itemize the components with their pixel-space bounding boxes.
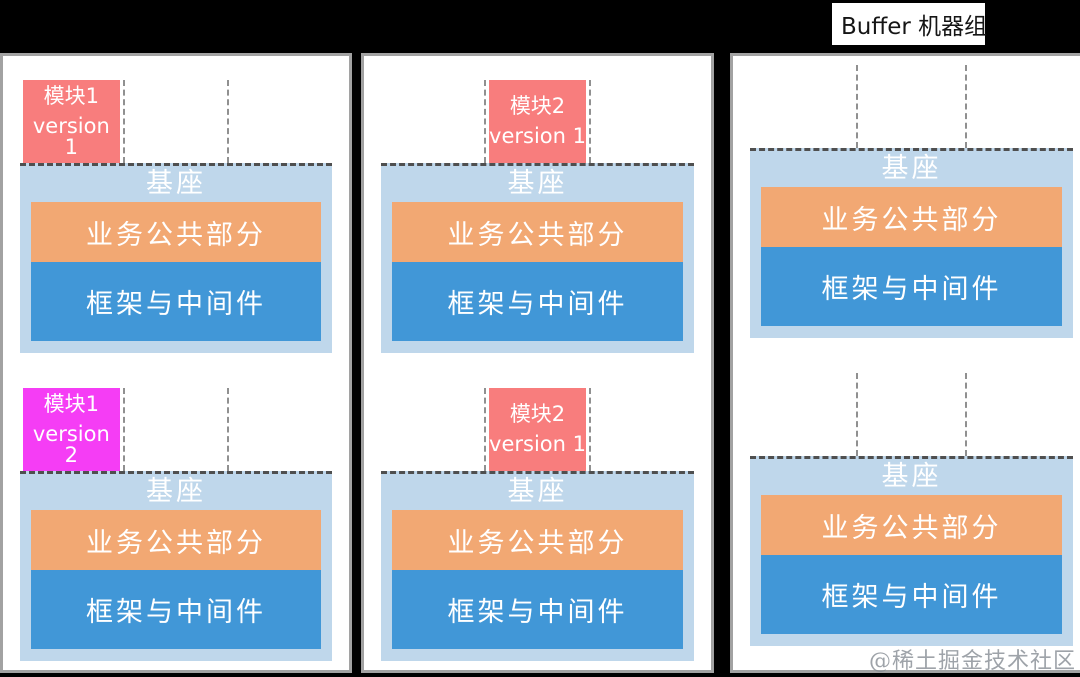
- business-common-bar: 业务公共部分: [31, 202, 321, 262]
- module-slot-1: 模块1 version 2: [20, 388, 123, 471]
- module-name: 模块2: [509, 94, 566, 118]
- module-version: version 1: [489, 124, 586, 148]
- base-container: 基座 业务公共部分 框架与中间件: [750, 456, 1073, 646]
- framework-middleware-bar: 框架与中间件: [392, 262, 683, 341]
- base-label: 基座: [881, 461, 942, 492]
- module-slot-1: [750, 65, 856, 148]
- module-slot-3: [227, 388, 332, 471]
- framework-middleware-bar: 框架与中间件: [761, 247, 1062, 326]
- module-slot-3: [964, 65, 1073, 148]
- module-slot-row: 模块2 version 1: [381, 80, 694, 163]
- module-slot-row: 模块1 version 2: [20, 388, 332, 471]
- module-slot-2: [122, 388, 228, 471]
- machine-groups-row: 模块1 version 1 基座 业务公共部分 框架与中间件 模块1 versi…: [0, 53, 1080, 673]
- base-container: 基座 业务公共部分 框架与中间件: [20, 163, 332, 353]
- module-slot-3: [589, 388, 694, 471]
- module-slot-row: 模块2 version 1: [381, 388, 694, 471]
- watermark: @稀土掘金技术社区: [868, 649, 1076, 674]
- deployment-stack: 模块2 version 1 基座 业务公共部分 框架与中间件: [381, 80, 694, 353]
- deployment-stack: 基座 业务公共部分 框架与中间件: [750, 373, 1073, 646]
- deployment-stack: 模块1 version 1 基座 业务公共部分 框架与中间件: [20, 80, 332, 353]
- deployment-stack: 模块2 version 1 基座 业务公共部分 框架与中间件: [381, 388, 694, 661]
- deployment-stack: 模块1 version 2 基座 业务公共部分 框架与中间件: [20, 388, 332, 661]
- module-slot-2: 模块2 version 1: [484, 388, 589, 471]
- module-slot-2: [856, 65, 964, 148]
- business-common-bar: 业务公共部分: [392, 510, 683, 570]
- business-common-bar: 业务公共部分: [392, 202, 683, 262]
- framework-middleware-bar: 框架与中间件: [31, 262, 321, 341]
- module-badge: 模块2 version 1: [489, 388, 586, 471]
- module-slot-1: [381, 388, 484, 471]
- business-common-bar: 业务公共部分: [761, 495, 1062, 555]
- module-slot-2: 模块2 version 1: [484, 80, 589, 163]
- module-slot-2: [856, 373, 964, 456]
- module-version: version 1: [489, 432, 586, 456]
- module-slot-3: [227, 80, 332, 163]
- base-container: 基座 业务公共部分 框架与中间件: [381, 471, 694, 661]
- module-slot-1: 模块1 version 1: [20, 80, 123, 163]
- deployment-stack: 基座 业务公共部分 框架与中间件: [750, 65, 1073, 338]
- framework-middleware-bar: 框架与中间件: [761, 555, 1062, 634]
- module-slot-3: [589, 80, 694, 163]
- business-common-bar: 业务公共部分: [31, 510, 321, 570]
- module-name: 模块1: [43, 83, 100, 108]
- machine-group-panel-2: 模块2 version 1 基座 业务公共部分 框架与中间件 模块2 versi…: [361, 53, 714, 673]
- base-container: 基座 业务公共部分 框架与中间件: [750, 148, 1073, 338]
- base-container: 基座 业务公共部分 框架与中间件: [381, 163, 694, 353]
- module-slot-2: [122, 80, 228, 163]
- buffer-group-title: Buffer 机器组: [832, 3, 987, 45]
- module-version: version 2: [32, 421, 110, 467]
- module-slot-1: [750, 373, 856, 456]
- base-label: 基座: [507, 476, 568, 507]
- business-common-bar: 业务公共部分: [761, 187, 1062, 247]
- module-slot-3: [964, 373, 1073, 456]
- base-label: 基座: [507, 168, 568, 199]
- module-slot-1: [381, 80, 484, 163]
- base-label: 基座: [881, 153, 942, 184]
- module-badge: 模块1 version 2: [23, 388, 120, 471]
- base-label: 基座: [146, 476, 206, 507]
- module-version: version 1: [32, 113, 110, 159]
- base-container: 基座 业务公共部分 框架与中间件: [20, 471, 332, 661]
- machine-group-panel-3: 基座 业务公共部分 框架与中间件 基座 业务公共部分 框架与中间件: [730, 53, 1080, 673]
- module-badge: 模块2 version 1: [489, 80, 586, 163]
- module-name: 模块2: [509, 402, 566, 426]
- module-name: 模块1: [43, 391, 100, 416]
- module-slot-row: [750, 373, 1073, 456]
- module-slot-row: 模块1 version 1: [20, 80, 332, 163]
- module-badge: 模块1 version 1: [23, 80, 120, 163]
- base-label: 基座: [146, 168, 206, 199]
- framework-middleware-bar: 框架与中间件: [31, 570, 321, 649]
- module-slot-row: [750, 65, 1073, 148]
- framework-middleware-bar: 框架与中间件: [392, 570, 683, 649]
- machine-group-panel-1: 模块1 version 1 基座 业务公共部分 框架与中间件 模块1 versi…: [0, 53, 352, 673]
